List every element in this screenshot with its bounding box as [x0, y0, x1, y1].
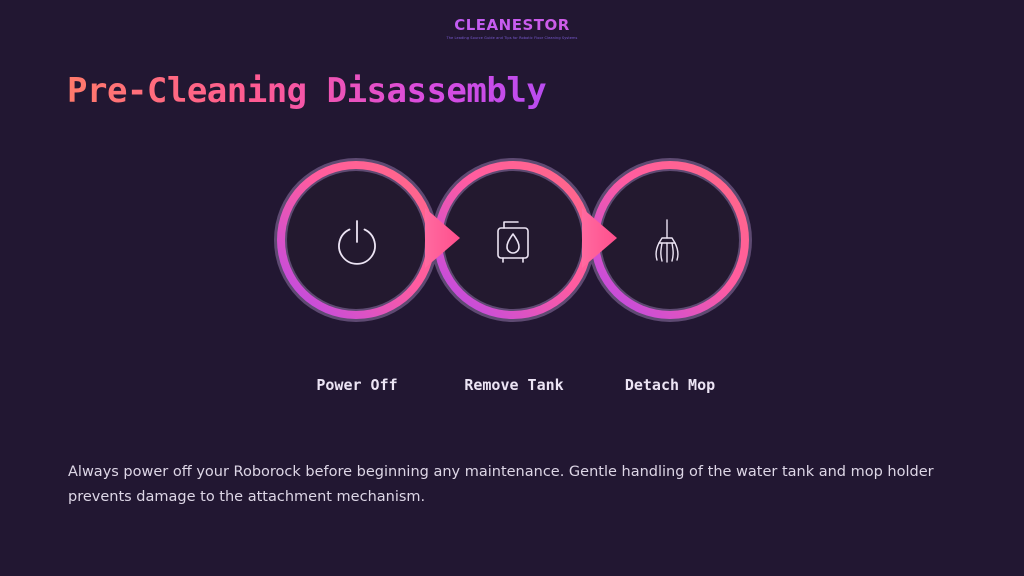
step-ring-2: [431, 158, 595, 322]
logo-tagline: The Leading Source Guide and Tips for Ro…: [446, 36, 578, 40]
arrow-connector-1: [425, 208, 460, 268]
step-label-power-off: Power Off: [316, 376, 398, 394]
logo-wordmark: CLEANESTOR: [0, 16, 1024, 34]
mop-icon: [655, 219, 679, 263]
page-title: Pre-Cleaning Disassembly: [67, 68, 547, 114]
process-diagram: [274, 158, 752, 322]
water-tank-icon: [497, 221, 529, 263]
step-label-detach-mop: Detach Mop: [624, 376, 716, 394]
step-label-remove-tank: Remove Tank: [464, 376, 564, 394]
step-ring-3: [588, 158, 752, 322]
step-ring-1: [274, 158, 438, 322]
description-text: Always power off your Roborock before be…: [68, 464, 934, 505]
brand-logo: CLEANESTOR The Leading Source Guide and …: [0, 16, 1024, 40]
arrow-connector-2: [582, 208, 617, 268]
power-icon: [338, 220, 376, 265]
